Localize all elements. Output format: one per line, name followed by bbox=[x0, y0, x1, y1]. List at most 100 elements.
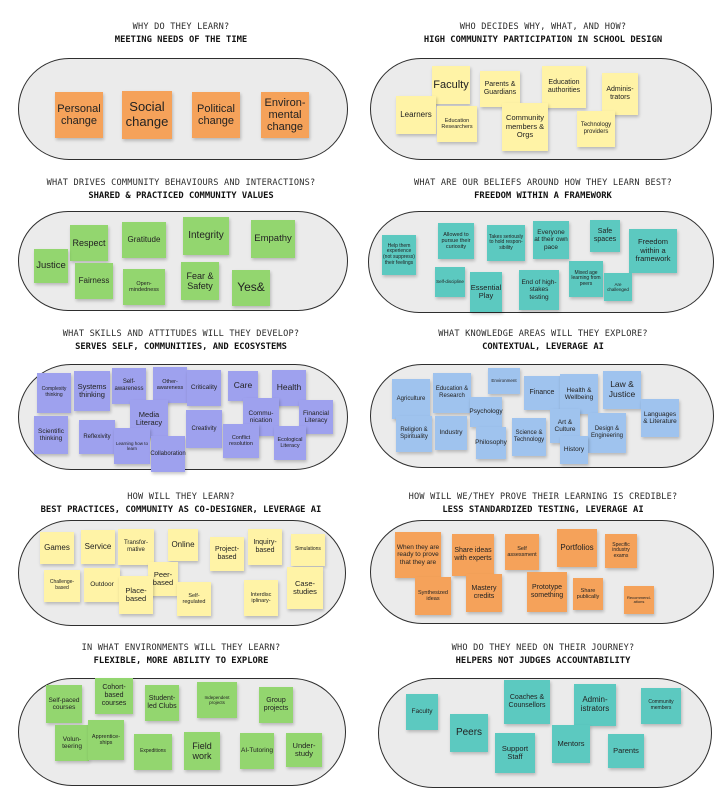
sticky-note-share-publically[interactable]: Share publically bbox=[573, 578, 603, 610]
sticky-note-reflexivity[interactable]: Reflexivity bbox=[79, 420, 115, 454]
sticky-note-parents[interactable]: Parents bbox=[608, 734, 644, 768]
sticky-note-specific-industry-exams[interactable]: Specific industry exams bbox=[605, 534, 637, 568]
sticky-note-safe-spaces[interactable]: Safe spaces bbox=[590, 220, 620, 252]
sticky-note-languages-and-literature[interactable]: Languages & Literature bbox=[641, 399, 679, 437]
sticky-note-group-projects[interactable]: Group projects bbox=[259, 687, 293, 723]
sticky-note-admin-istrators[interactable]: Admin-istrators bbox=[574, 684, 616, 726]
sticky-note-religion-and-spirituality[interactable]: Religion & Spirituality bbox=[396, 416, 432, 452]
sticky-note-outdoor[interactable]: Outdoor bbox=[84, 568, 120, 602]
sticky-note-education-and-research[interactable]: Education & Research bbox=[433, 373, 471, 413]
sticky-note-criticality[interactable]: Criticality bbox=[187, 370, 221, 406]
sticky-note-student-led-clubs[interactable]: Student-led Clubs bbox=[145, 685, 179, 721]
sticky-note-agriculture[interactable]: Agriculture bbox=[392, 379, 430, 419]
sticky-note-parents-and-guardians[interactable]: Parents & Guardians bbox=[480, 71, 520, 107]
sticky-note-online[interactable]: Online bbox=[168, 529, 198, 561]
sticky-note-interdisc-iplinary[interactable]: Interdisc iplinary- bbox=[244, 580, 278, 616]
sticky-note-faculty[interactable]: Faculty bbox=[432, 66, 470, 104]
sticky-note-complexity-thinking[interactable]: Complexity thinking bbox=[37, 373, 71, 413]
sticky-note-field-work[interactable]: Field work bbox=[184, 732, 220, 770]
sticky-note-project-based[interactable]: Project-based bbox=[210, 537, 244, 571]
sticky-note-everyone-at-their-own-pace[interactable]: Everyone at their own pace bbox=[533, 221, 569, 259]
sticky-note-support-staff[interactable]: Support Staff bbox=[495, 733, 535, 773]
sticky-note-inquiry-based[interactable]: Inquiry-based bbox=[248, 529, 282, 565]
sticky-note-self-assessment[interactable]: Self assessment bbox=[505, 534, 539, 570]
sticky-note-adminis-trators[interactable]: Adminis-trators bbox=[602, 73, 638, 115]
sticky-note-self-paced-courses[interactable]: Self-paced courses bbox=[46, 685, 82, 723]
sticky-note-technology-providers[interactable]: Technology providers bbox=[577, 111, 615, 147]
sticky-note-fairness[interactable]: Fairness bbox=[75, 263, 113, 299]
sticky-note-synthesized-ideas[interactable]: Synthesized ideas bbox=[415, 577, 451, 615]
sticky-note-other-awareness[interactable]: Other-awareness bbox=[153, 367, 187, 403]
sticky-note-when-they-are-ready-to-prove-that-they-are[interactable]: When they are ready to prove that they a… bbox=[395, 532, 441, 578]
sticky-note-ai-tutoring[interactable]: AI-Tutoring bbox=[240, 733, 274, 769]
sticky-note-games[interactable]: Games bbox=[40, 532, 74, 564]
sticky-note-yesand[interactable]: Yes& bbox=[232, 270, 270, 306]
sticky-note-peer-based[interactable]: Peer-based bbox=[148, 562, 178, 596]
sticky-note-self-regulated[interactable]: Self-regulated bbox=[177, 582, 211, 616]
sticky-note-respect[interactable]: Respect bbox=[70, 225, 108, 261]
sticky-note-self-awareness[interactable]: Self-awareness bbox=[112, 368, 146, 404]
sticky-note-environment[interactable]: Environment bbox=[488, 368, 520, 394]
sticky-note-health-and-wellbeing[interactable]: Health & Wellbeing bbox=[560, 374, 598, 414]
sticky-note-cohort-based-courses[interactable]: Cohort-based courses bbox=[95, 678, 133, 714]
sticky-note-challenge-based[interactable]: Challenge-based bbox=[44, 570, 80, 602]
sticky-note-fear-and-safety[interactable]: Fear & Safety bbox=[181, 262, 219, 300]
sticky-note-justice[interactable]: Justice bbox=[34, 249, 68, 283]
sticky-note-end-of-high-stakes-testing[interactable]: End of high-stakes testing bbox=[519, 270, 559, 310]
sticky-note-essential-play[interactable]: Essential Play bbox=[470, 272, 502, 312]
sticky-note-learning-how-to-learn[interactable]: Learning how to learn bbox=[114, 428, 150, 464]
sticky-note-learners[interactable]: Learners bbox=[396, 96, 436, 134]
sticky-note-apprentice-ships[interactable]: Apprentice-ships bbox=[88, 720, 124, 760]
sticky-note-independent-projects[interactable]: Independent projects bbox=[197, 682, 237, 718]
sticky-note-philosophy[interactable]: Philosophy bbox=[475, 427, 507, 459]
sticky-note-systems-thinking[interactable]: Systems thinking bbox=[74, 371, 110, 411]
sticky-note-takes-seriously-to-hold-respon-sibility[interactable]: Takes seriously to hold respon-sibility bbox=[487, 225, 525, 261]
sticky-note-gratitude[interactable]: Gratitude bbox=[122, 222, 166, 258]
sticky-note-community-members-and-orgs[interactable]: Community members & Orgs bbox=[502, 103, 548, 151]
sticky-note-integrity[interactable]: Integrity bbox=[183, 217, 229, 255]
sticky-note-community-members[interactable]: Community members bbox=[641, 688, 681, 724]
sticky-note-self-discipline[interactable]: Self-discipline bbox=[435, 267, 465, 297]
sticky-note-personal-change[interactable]: Personal change bbox=[55, 92, 103, 138]
sticky-note-help-them-experience-not-suppress-their-feelings[interactable]: Help them experience (not suppress) thei… bbox=[382, 235, 416, 275]
sticky-note-peers[interactable]: Peers bbox=[450, 714, 488, 752]
sticky-note-share-ideas-with-experts[interactable]: Share ideas with experts bbox=[452, 534, 494, 576]
sticky-note-mastery-credits[interactable]: Mastery credits bbox=[466, 574, 502, 612]
sticky-note-recommend-ations[interactable]: Recommend-ations bbox=[624, 586, 654, 614]
sticky-note-transfor-mative[interactable]: Transfor-mative bbox=[118, 529, 154, 565]
sticky-note-under-study[interactable]: Under-study bbox=[286, 733, 322, 767]
sticky-note-open-mindedness[interactable]: Open-mindedness bbox=[123, 269, 165, 305]
sticky-note-volun-teering[interactable]: Volun-teering bbox=[55, 725, 89, 761]
sticky-note-history[interactable]: History bbox=[560, 436, 588, 464]
sticky-note-ecological-literacy[interactable]: Ecological Literacy bbox=[274, 426, 306, 460]
sticky-note-collaboration[interactable]: Collaboration bbox=[150, 436, 186, 472]
sticky-note-political-change[interactable]: Political change bbox=[192, 92, 240, 138]
sticky-note-empathy[interactable]: Empathy bbox=[251, 220, 295, 258]
sticky-note-freedom-within-a-framework[interactable]: Freedom within a framework bbox=[629, 229, 677, 273]
sticky-note-industry[interactable]: Industry bbox=[435, 416, 467, 450]
sticky-note-prototype-something[interactable]: Prototype something bbox=[527, 572, 567, 612]
sticky-note-law-and-justice[interactable]: Law & Justice bbox=[603, 371, 641, 409]
sticky-note-social-change[interactable]: Social change bbox=[122, 91, 172, 139]
sticky-note-care[interactable]: Care bbox=[228, 371, 258, 401]
sticky-note-service[interactable]: Service bbox=[81, 530, 115, 564]
sticky-note-mixed-age-learning-from-peers[interactable]: Mixed age learning from peers bbox=[569, 261, 603, 297]
sticky-note-portfolios[interactable]: Portfolios bbox=[557, 529, 597, 567]
sticky-note-design-and-engineering[interactable]: Design & Engineering bbox=[588, 413, 626, 453]
sticky-note-coaches-and-counsellors[interactable]: Coaches & Counsellors bbox=[504, 680, 550, 724]
sticky-note-allowed-to-pursue-their-curiosity[interactable]: Allowed to pursue their curiosity bbox=[438, 223, 474, 259]
sticky-note-place-based[interactable]: Place-based bbox=[119, 576, 153, 614]
sticky-note-science-and-technology[interactable]: Science & Technology bbox=[512, 418, 546, 456]
sticky-note-finance[interactable]: Finance bbox=[524, 376, 560, 410]
sticky-note-case-studies[interactable]: Case-studies bbox=[287, 567, 323, 609]
sticky-note-education-researchers[interactable]: Education Researchers bbox=[437, 106, 477, 142]
sticky-note-psychology[interactable]: Psychology bbox=[469, 397, 503, 427]
sticky-note-mentors[interactable]: Mentors bbox=[552, 725, 590, 763]
sticky-note-conflict-resolution[interactable]: Conflict resolution bbox=[223, 424, 259, 458]
sticky-note-simulations[interactable]: Simulations bbox=[291, 534, 325, 566]
sticky-note-environ-mental-change[interactable]: Environ-mental change bbox=[261, 92, 309, 138]
sticky-note-scientific-thinking[interactable]: Scientific thinking bbox=[34, 416, 68, 454]
sticky-note-are-challenged[interactable]: Are challenged bbox=[604, 273, 632, 301]
sticky-note-expeditions[interactable]: Expeditions bbox=[134, 734, 172, 770]
sticky-note-faculty[interactable]: Faculty bbox=[406, 694, 438, 730]
